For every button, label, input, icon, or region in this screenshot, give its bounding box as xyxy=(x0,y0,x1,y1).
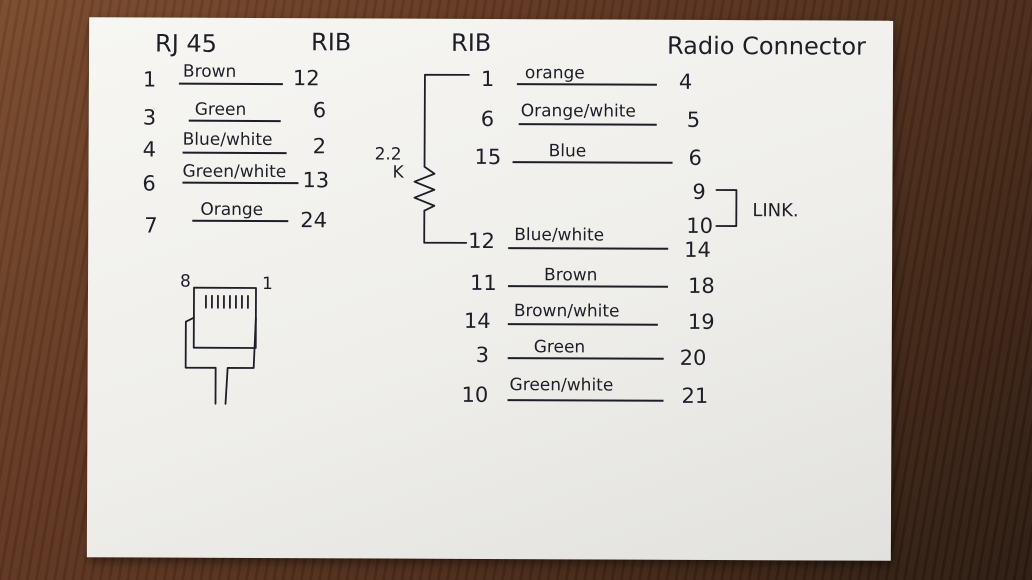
resistor-lead-top xyxy=(423,73,470,168)
rj45-plug-icon xyxy=(184,286,257,405)
link-bracket-icon xyxy=(715,189,738,227)
resistor-lead-bottom xyxy=(423,209,468,244)
wiring-note-paper: RJ 45 RIB RIB Radio Connector 1 Brown 12… xyxy=(86,17,894,561)
schematic-drawing xyxy=(184,73,738,405)
resistor-zigzag-icon xyxy=(413,165,436,212)
